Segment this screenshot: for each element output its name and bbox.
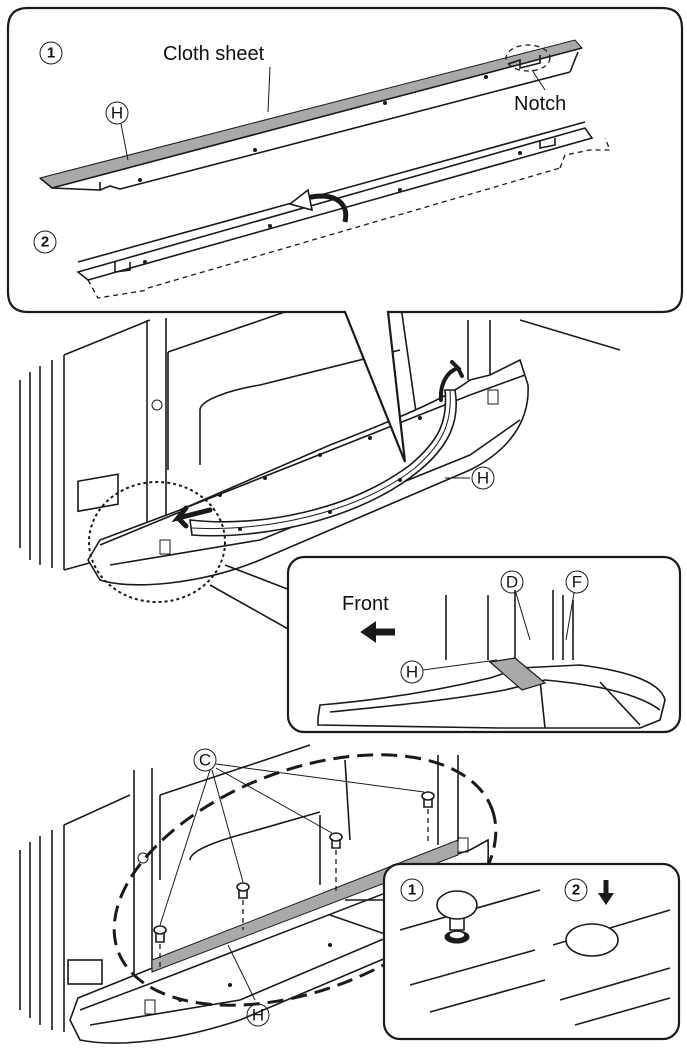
marker-h-bottom-text: H bbox=[252, 1006, 264, 1025]
marker-h-top bbox=[105, 101, 129, 125]
notch-label: Notch bbox=[514, 93, 566, 115]
rivet-step2-marker bbox=[564, 878, 588, 902]
marker-h-middle-text: H bbox=[477, 469, 489, 488]
notch-highlight bbox=[505, 44, 551, 72]
install-highlight-ellipse bbox=[112, 753, 498, 1007]
marker-h-middle bbox=[471, 466, 495, 490]
step2-marker bbox=[33, 230, 57, 254]
tv-side-ribs bbox=[19, 319, 151, 571]
marker-c-text: C bbox=[199, 751, 211, 770]
installed-cloth-strip bbox=[151, 839, 459, 973]
screw-2-icon bbox=[236, 882, 250, 930]
top-callout-panel bbox=[6, 6, 684, 463]
screw-1-icon bbox=[153, 925, 167, 970]
arrow-insert-left-icon bbox=[171, 505, 213, 529]
marker-h-zoom-text: H bbox=[406, 663, 418, 682]
rivet-callout: 1 2 bbox=[382, 862, 681, 1041]
notch-shape bbox=[507, 55, 541, 70]
rivet-raised-icon bbox=[436, 890, 478, 944]
marker-h-zoom bbox=[400, 660, 424, 684]
middle-scene: H bbox=[19, 299, 621, 631]
step1-marker-text: 1 bbox=[47, 45, 55, 62]
base-slot-1 bbox=[159, 539, 171, 555]
marker-h-bottom bbox=[246, 1003, 270, 1027]
screw-4-icon bbox=[421, 791, 435, 842]
top-callout: 1 Cloth sheet Notch H 2 bbox=[6, 6, 684, 463]
cloth-strip-curve bbox=[189, 389, 457, 537]
stand-base bbox=[87, 358, 529, 586]
arrow-insert-right-icon bbox=[438, 360, 464, 402]
marker-f-text: F bbox=[572, 573, 582, 592]
rivet-step2-marker-text: 2 bbox=[572, 882, 580, 899]
stand-pillar-left bbox=[146, 318, 167, 548]
cloth-sheet-label: Cloth sheet bbox=[163, 43, 265, 65]
marker-c bbox=[193, 748, 217, 772]
highlight-circle bbox=[88, 481, 226, 603]
rivet-step1-marker bbox=[400, 878, 424, 902]
port-bottom bbox=[67, 959, 103, 985]
base-slot-2 bbox=[487, 389, 499, 405]
stand-pillar-right bbox=[467, 320, 491, 380]
zoom-callout: Front D F H bbox=[286, 555, 682, 734]
front-label: Front bbox=[342, 593, 389, 615]
port-left bbox=[77, 473, 119, 513]
step2-marker-text: 2 bbox=[41, 234, 49, 251]
marker-d-text: D bbox=[506, 573, 518, 592]
screw-3-icon bbox=[329, 832, 343, 892]
strip-flipped bbox=[76, 127, 594, 281]
rivet-step1-marker-text: 1 bbox=[408, 882, 416, 899]
zoom-base bbox=[317, 664, 666, 729]
step1-marker bbox=[39, 41, 63, 65]
marker-h-top-text: H bbox=[111, 104, 123, 123]
marker-f bbox=[565, 570, 589, 594]
marker-d bbox=[500, 570, 524, 594]
rivet-flat-icon bbox=[565, 923, 619, 957]
